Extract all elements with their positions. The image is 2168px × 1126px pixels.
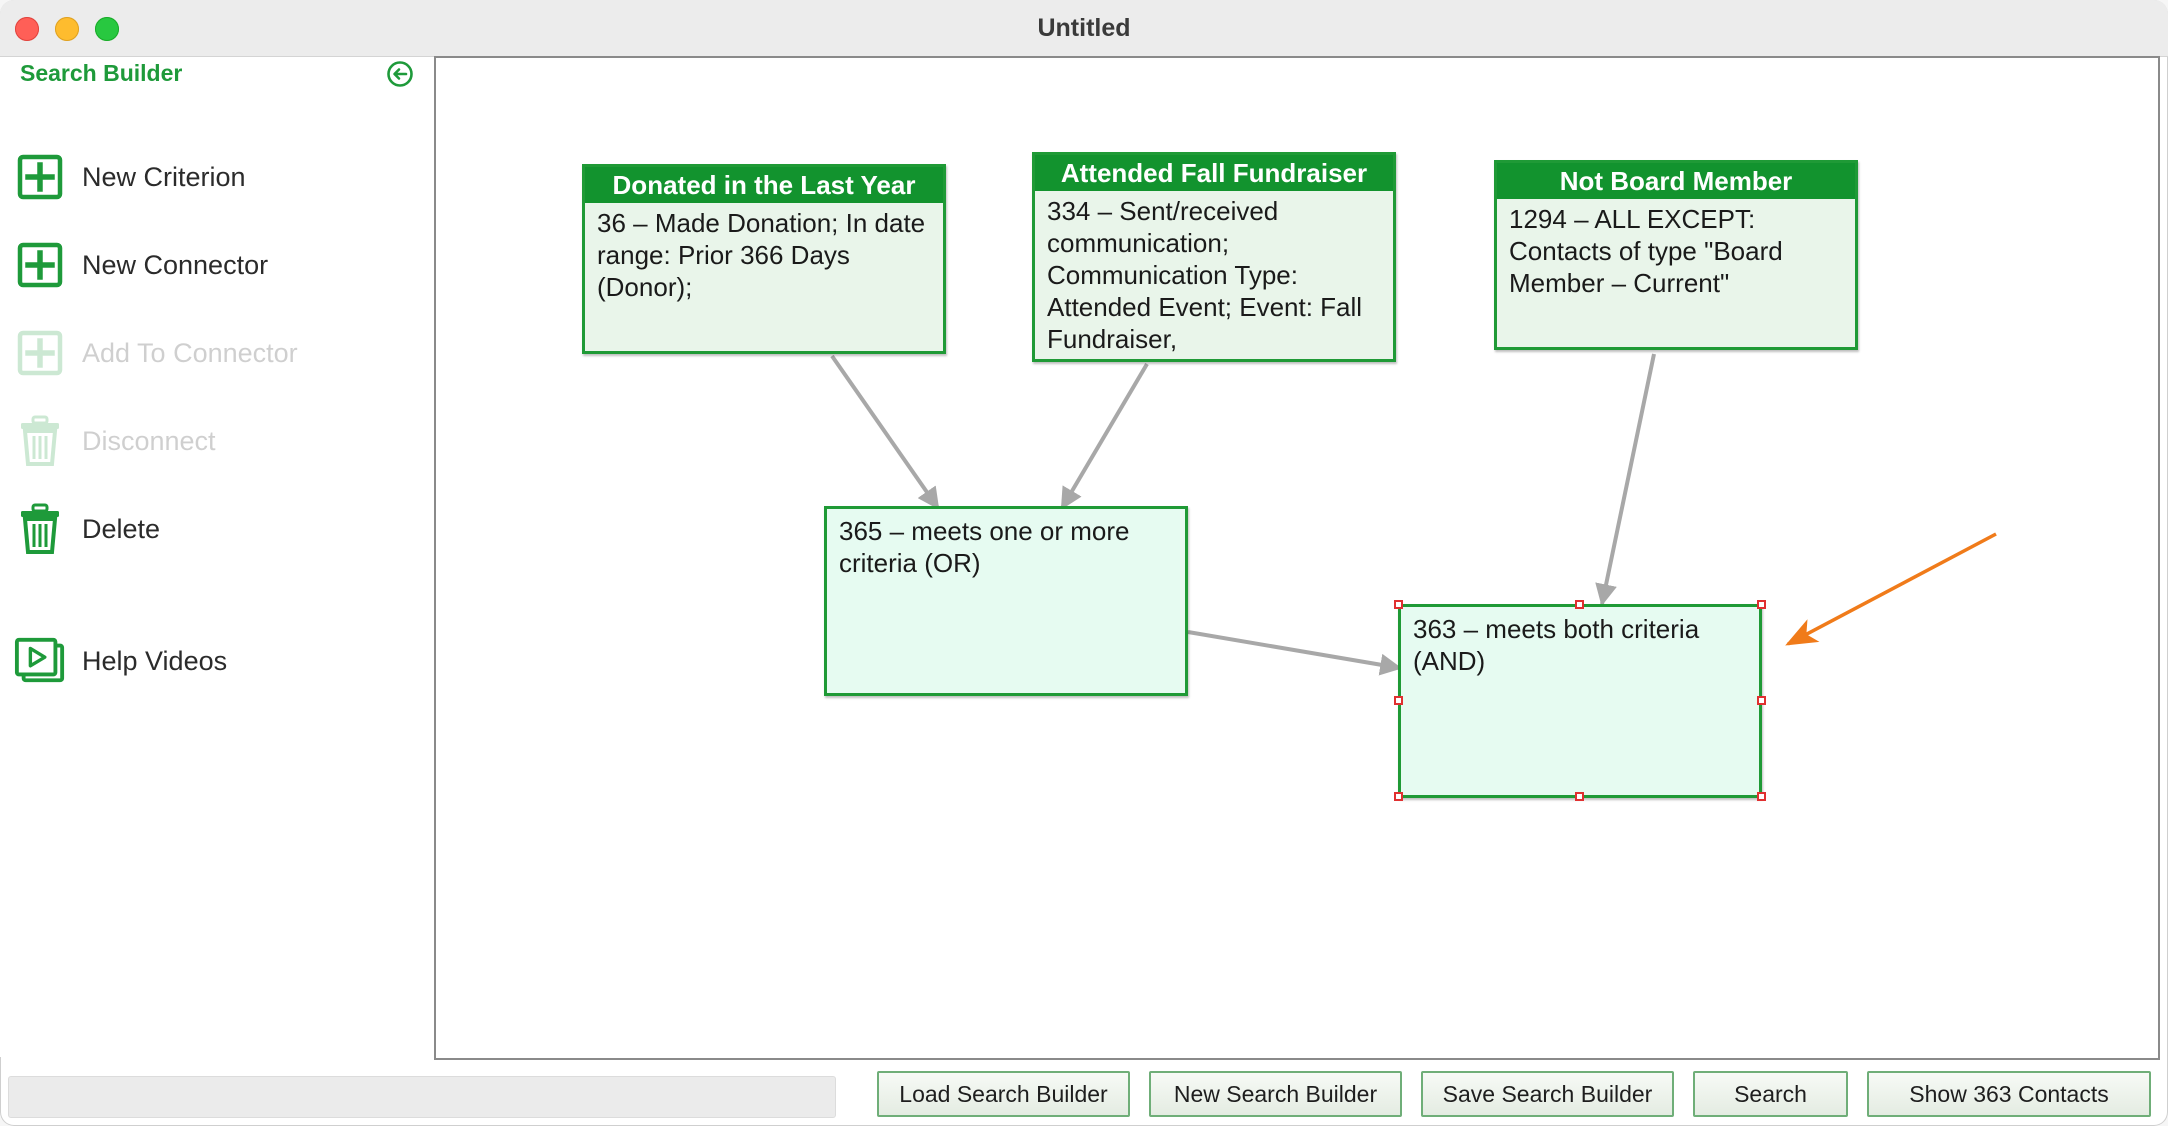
sidebar-item-help-videos[interactable]: Help Videos xyxy=(14,633,414,689)
criterion-title: Attended Fall Fundraiser xyxy=(1035,155,1393,191)
zoom-window-button[interactable] xyxy=(95,17,119,41)
trash-icon xyxy=(14,503,66,555)
title-bar: Untitled xyxy=(0,0,2168,57)
arrow-attended-to-or xyxy=(1060,362,1149,510)
save-search-builder-button[interactable]: Save Search Builder xyxy=(1421,1071,1674,1117)
connector-node-and[interactable]: 363 – meets both criteria (AND) xyxy=(1398,604,1762,798)
trash-icon xyxy=(14,415,66,467)
criterion-title: Not Board Member xyxy=(1497,163,1855,199)
sidebar-item-disconnect: Disconnect xyxy=(14,413,414,469)
search-button[interactable]: Search xyxy=(1693,1071,1848,1117)
minimize-window-button[interactable] xyxy=(55,17,79,41)
criterion-title: Donated in the Last Year xyxy=(585,167,943,203)
sidebar-item-label: New Connector xyxy=(82,249,269,280)
plus-square-icon xyxy=(14,151,66,203)
connector-description: 365 – meets one or more criteria (OR) xyxy=(839,516,1130,578)
criterion-node-donated[interactable]: Donated in the Last Year 36 – Made Donat… xyxy=(582,164,946,354)
sidebar-item-label: Delete xyxy=(82,513,161,544)
show-contacts-button[interactable]: Show 363 Contacts xyxy=(1867,1071,2151,1117)
criterion-description: 1294 – ALL EXCEPT: Contacts of type "Boa… xyxy=(1509,204,1783,298)
arrow-or-to-and xyxy=(1187,630,1403,676)
connector-node-or[interactable]: 365 – meets one or more criteria (OR) xyxy=(824,506,1188,696)
arrow-donated-to-or xyxy=(830,354,940,510)
resize-handle-bottom[interactable] xyxy=(1575,792,1584,801)
new-search-builder-button[interactable]: New Search Builder xyxy=(1149,1071,1402,1117)
close-window-button[interactable] xyxy=(15,17,39,41)
arrow-notboard-to-and xyxy=(1595,353,1656,607)
sidebar-item-add-to-connector: Add To Connector xyxy=(14,325,414,381)
sidebar-item-label: Disconnect xyxy=(82,425,216,456)
resize-handle-top[interactable] xyxy=(1575,600,1584,609)
plus-square-icon xyxy=(14,239,66,291)
criterion-node-attended[interactable]: Attended Fall Fundraiser 334 – Sent/rece… xyxy=(1032,152,1396,362)
sidebar-item-label: Add To Connector xyxy=(82,337,298,368)
criterion-node-not-board-member[interactable]: Not Board Member 1294 – ALL EXCEPT: Cont… xyxy=(1494,160,1858,350)
window-title: Untitled xyxy=(1037,14,1131,42)
search-builder-canvas[interactable]: Donated in the Last Year 36 – Made Donat… xyxy=(434,56,2160,1060)
resize-handle-left[interactable] xyxy=(1394,696,1403,705)
plus-square-icon xyxy=(14,327,66,379)
resize-handle-right[interactable] xyxy=(1757,696,1766,705)
sidebar-item-new-connector[interactable]: New Connector xyxy=(14,237,414,293)
resize-handle-bottom-left[interactable] xyxy=(1394,792,1403,801)
resize-handle-top-left[interactable] xyxy=(1394,600,1403,609)
resize-handle-bottom-right[interactable] xyxy=(1757,792,1766,801)
sidebar-item-delete[interactable]: Delete xyxy=(14,501,414,557)
criterion-description: 36 – Made Donation; In date range: Prior… xyxy=(597,208,926,302)
collapse-sidebar-icon[interactable] xyxy=(386,60,414,88)
annotation-arrow xyxy=(1785,532,1997,646)
sidebar-item-new-criterion[interactable]: New Criterion xyxy=(14,149,414,205)
connector-description: 363 – meets both criteria (AND) xyxy=(1413,614,1700,676)
status-field xyxy=(8,1076,836,1118)
sidebar-title: Search Builder xyxy=(20,60,183,86)
sidebar-item-label: New Criterion xyxy=(82,161,246,192)
video-play-icon xyxy=(14,635,66,687)
sidebar-item-label: Help Videos xyxy=(82,645,228,676)
load-search-builder-button[interactable]: Load Search Builder xyxy=(877,1071,1130,1117)
resize-handle-top-right[interactable] xyxy=(1757,600,1766,609)
criterion-description: 334 – Sent/received communication; Commu… xyxy=(1047,196,1363,354)
